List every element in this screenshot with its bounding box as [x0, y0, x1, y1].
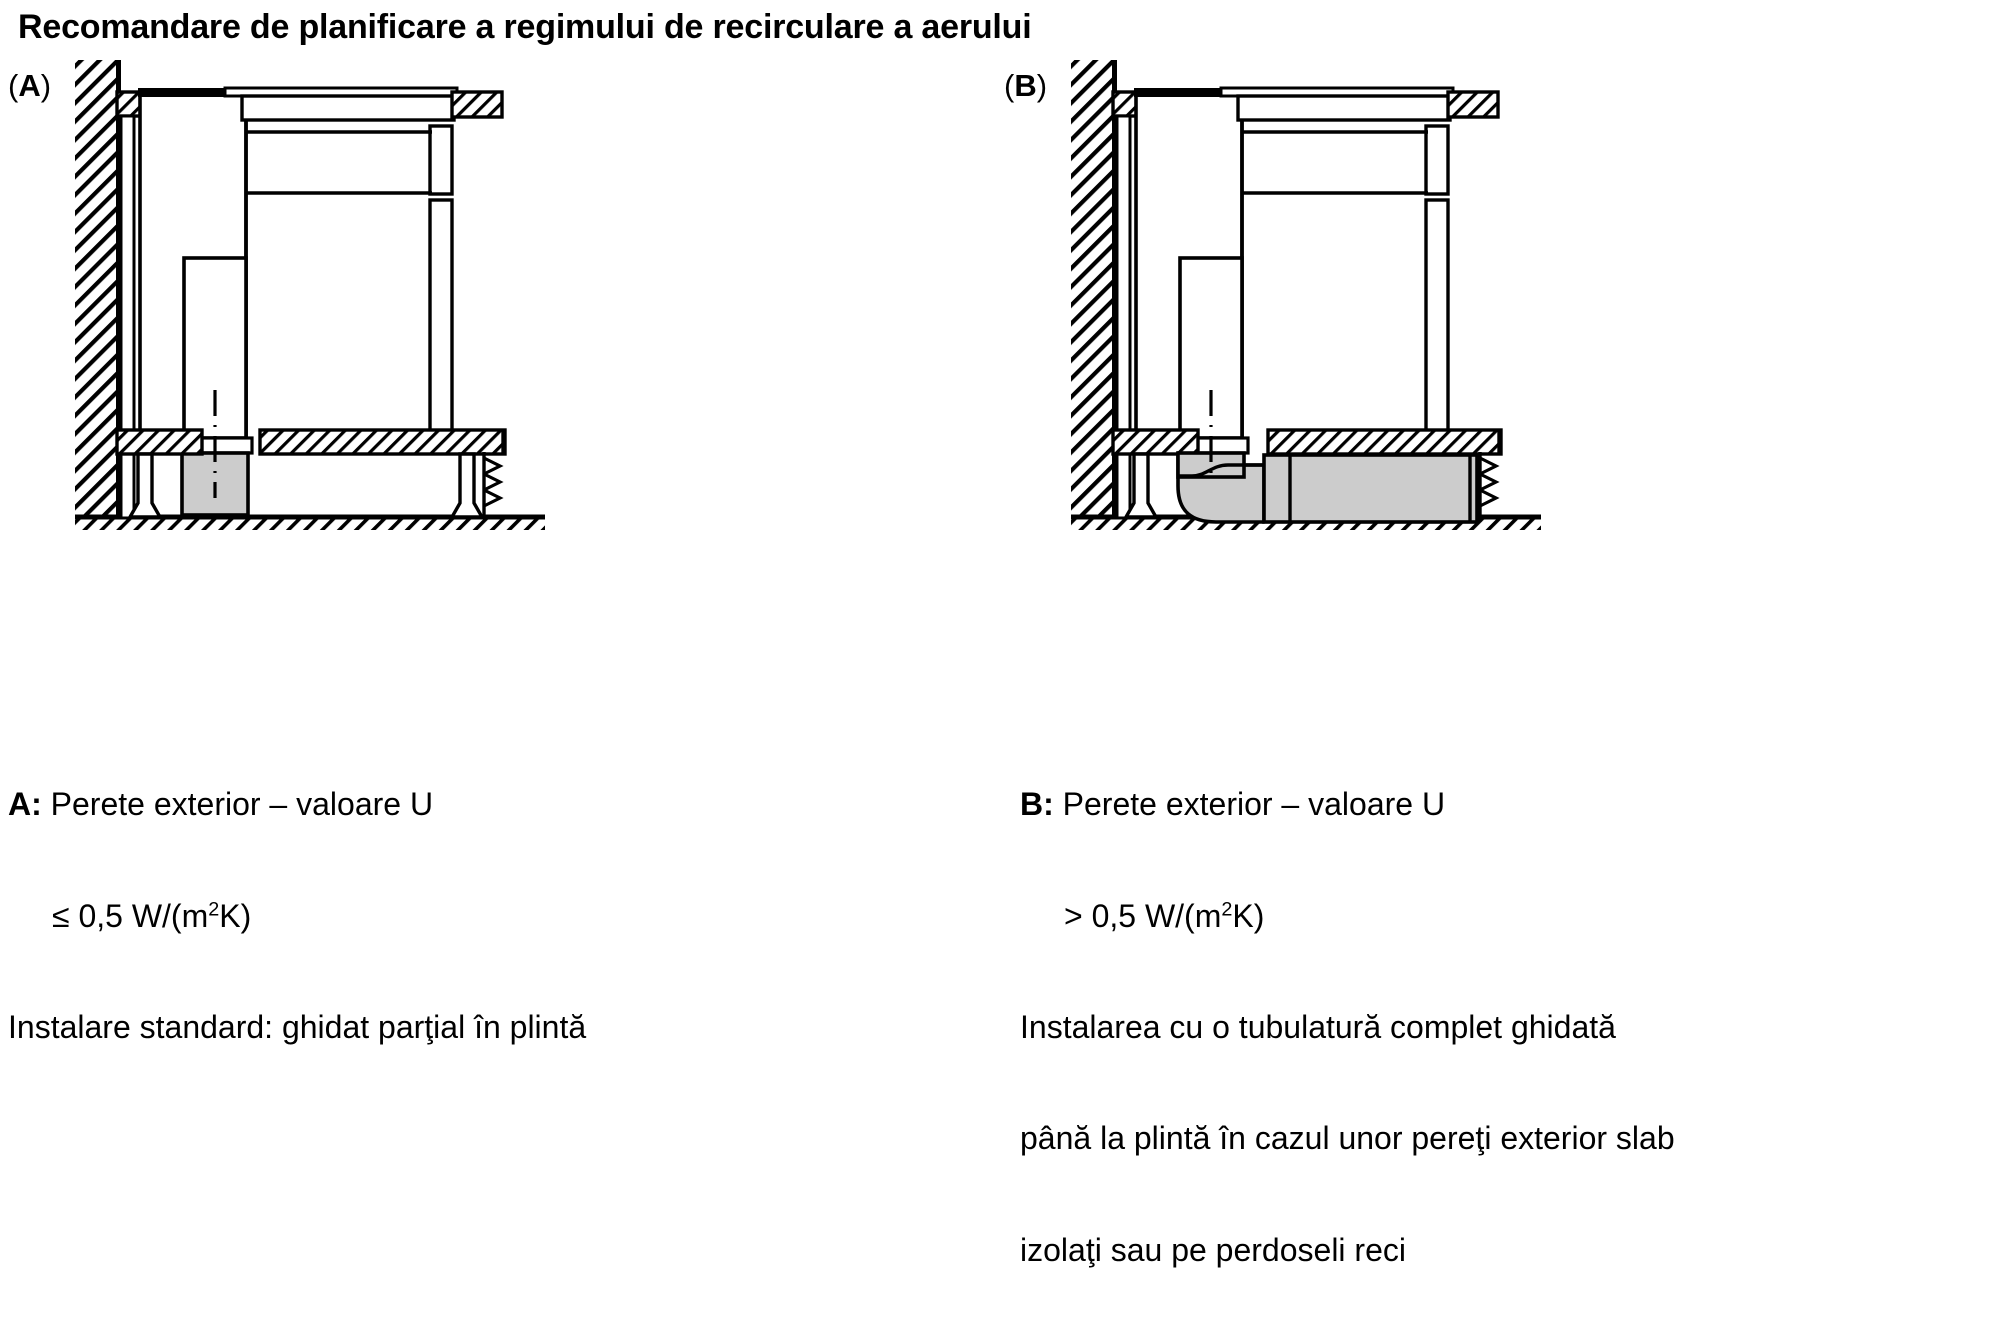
plinth-shelf-left-b	[1111, 428, 1200, 456]
panel-label-a: (A)	[8, 68, 51, 104]
plinth-shelf-right-b	[1266, 428, 1503, 456]
duct-horizontal-gray-b	[1262, 453, 1479, 524]
caption-b-line-2: > 0,5 W/(m2K)	[1020, 898, 1675, 935]
diagram-a	[75, 60, 545, 530]
caption-a-uvalue-exponent: 2	[208, 897, 220, 920]
cabinet-leg-left-a	[127, 452, 163, 519]
caption-b-letter: B:	[1020, 786, 1054, 823]
upper-cabinet-b	[1219, 86, 1500, 122]
caption-a-line-2: ≤ 0,5 W/(m2K)	[8, 898, 586, 935]
panel-label-a-open: (	[8, 68, 19, 103]
caption-b-line-4: până la plintă în cazul unor pereţi exte…	[1020, 1120, 1675, 1157]
exterior-wall-b	[1071, 60, 1117, 522]
caption-a: A: Perete exterior – valoare U ≤ 0,5 W/(…	[8, 712, 586, 1120]
wall-channel-a	[119, 114, 136, 520]
plinth-shelf-right-a	[258, 428, 507, 456]
wall-channel-b	[1115, 114, 1132, 520]
vent-grille-a	[482, 452, 504, 517]
caption-b-uvalue-suffix: K)	[1232, 897, 1265, 934]
panel-label-a-letter: A	[18, 68, 41, 103]
caption-b-line-1: B: Perete exterior – valoare U	[1020, 786, 1675, 823]
caption-a-line-1: A: Perete exterior – valoare U	[8, 786, 586, 823]
cabinet-shelf-lines-a	[246, 130, 432, 195]
panel-label-b-close: )	[1036, 68, 1048, 103]
caption-b-line-5: izolaţi sau pe perdoseli reci	[1020, 1231, 1406, 1268]
panel-label-a-close: )	[40, 68, 52, 103]
cabinet-shelf-lines-b	[1242, 130, 1428, 195]
right-side-panels-a	[428, 124, 454, 440]
vent-grille-b	[1478, 452, 1500, 522]
caption-b: B: Perete exterior – valoare U > 0,5 W/(…	[1020, 712, 1675, 1343]
diagram-b	[1071, 60, 1541, 530]
caption-a-letter: A:	[8, 786, 42, 823]
plinth-shelf-left-a	[115, 428, 204, 456]
caption-b-uvalue-prefix: > 0,5 W/(m	[1064, 897, 1222, 934]
caption-a-line-3: Instalare standard: ghidat parţial în pl…	[8, 1008, 587, 1045]
caption-a-uvalue-prefix: ≤ 0,5 W/(m	[52, 897, 209, 934]
caption-b-line-3: Instalarea cu o tubulatură complet ghida…	[1020, 1008, 1616, 1045]
panel-label-b-letter: B	[1014, 68, 1037, 103]
cabinet-leg-left-b	[1123, 452, 1159, 519]
panel-label-b-open: (	[1004, 68, 1015, 103]
caption-a-title: Perete exterior – valoare U	[50, 786, 434, 823]
caption-a-uvalue-suffix: K)	[219, 897, 252, 934]
panel-label-b: (B)	[1004, 68, 1047, 104]
duct-elbow-gray-b	[1176, 451, 1266, 524]
floor-a	[75, 514, 545, 530]
exterior-wall-a	[75, 60, 121, 522]
caption-b-title: Perete exterior – valoare U	[1062, 786, 1446, 823]
diagram-page: Recomandare de planificare a regimului d…	[8, 8, 1675, 1268]
right-side-panels-b	[1424, 124, 1450, 440]
upper-cabinet-a	[223, 86, 504, 122]
page-title: Recomandare de planificare a regimului d…	[18, 8, 1032, 46]
caption-b-uvalue-exponent: 2	[1221, 897, 1233, 920]
cabinet-leg-right-a	[449, 452, 485, 519]
